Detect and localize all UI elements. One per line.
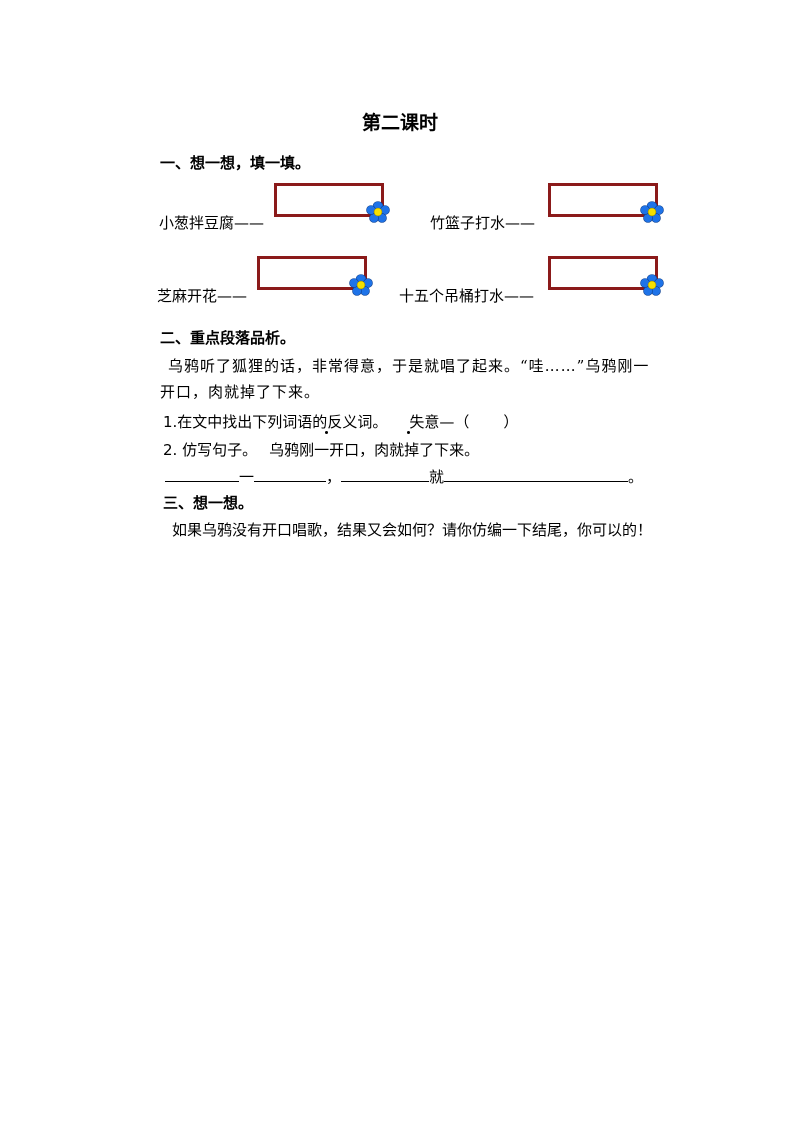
answer-box-3[interactable] [257, 256, 367, 290]
passage-line-2: 开口，肉就掉了下来。 [160, 383, 321, 401]
section3-heading: 三、想一想。 [163, 494, 254, 512]
fill-blank-1[interactable] [165, 467, 239, 482]
fill-blank-4[interactable] [444, 467, 629, 482]
question-1-word: 失意—（ [409, 413, 470, 431]
fill-blank-3[interactable] [341, 467, 430, 482]
section3-prompt: 如果乌鸦没有开口唱歌，结果又会如何？请你仿编一下结尾，你可以的！ [172, 521, 653, 539]
flower-icon [349, 274, 373, 296]
answer-box-2[interactable] [548, 183, 658, 217]
flower-icon [640, 201, 664, 223]
question-2: 2. 仿写句子。乌鸦刚一开口，肉就掉了下来。 [163, 439, 479, 460]
question-1-close: ） [503, 413, 519, 431]
fill-jiu: 就 [429, 468, 445, 486]
section2-heading: 二、重点段落品析。 [160, 329, 296, 347]
answer-box-1[interactable] [274, 183, 384, 217]
section1-heading: 一、想一想，填一填。 [160, 154, 311, 172]
flower-icon [366, 201, 390, 223]
idiom-2-text: 竹篮子打水—— [430, 214, 536, 232]
question-1-text: 1.在文中找出下列词语的反义词。 [163, 413, 388, 431]
question-2-sentence: 乌鸦刚一开口，肉就掉了下来。 [269, 441, 480, 459]
idiom-3-text: 芝麻开花—— [157, 287, 248, 305]
answer-box-4[interactable] [548, 256, 658, 290]
emphasis-dot [325, 431, 328, 434]
fill-blank-2[interactable] [254, 467, 327, 482]
fill-yi: 一 [239, 468, 255, 486]
passage-line-1: 乌鸦听了狐狸的话，非常得意，于是就唱了起来。“哇……”乌鸦刚一 [168, 357, 650, 375]
question-2-text: 2. 仿写句子。 [163, 441, 258, 459]
fill-comma: ， [326, 468, 342, 486]
page-title: 第二课时 [361, 112, 438, 134]
question-1: 1.在文中找出下列词语的反义词。 失意—（ ） [163, 411, 518, 432]
fill-end: 。 [628, 468, 644, 486]
idiom-4-text: 十五个吊桶打水—— [399, 287, 535, 305]
fill-sentence-line: 一 ， 就 。 [165, 466, 643, 487]
emphasis-dot [407, 431, 410, 434]
idiom-1-text: 小葱拌豆腐—— [159, 214, 265, 232]
flower-icon [640, 274, 664, 296]
